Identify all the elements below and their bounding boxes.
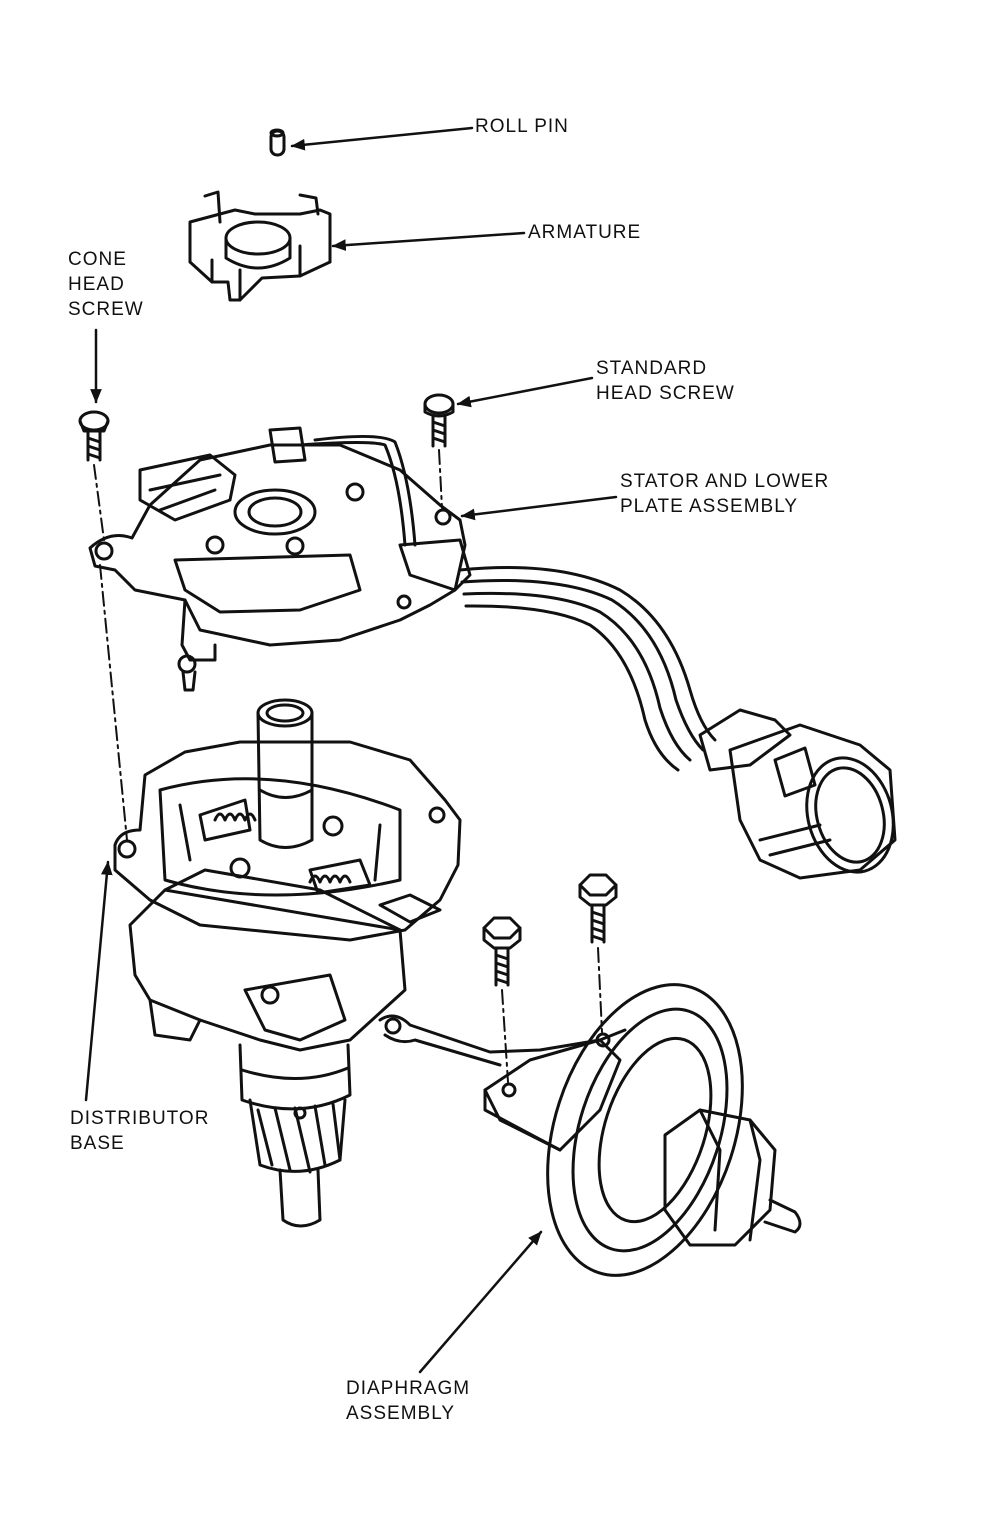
arrow-roll-pin: [290, 126, 474, 151]
label-armature-line-1: ARMATURE: [528, 222, 642, 243]
arrow-stator-plate: [460, 495, 618, 521]
label-stator-plate: STATOR AND LOWER PLATE ASSEMBLY: [620, 469, 829, 519]
label-standard-head-screw-line-2: HEAD SCREW: [596, 383, 735, 404]
wire-harness-part: [298, 434, 717, 772]
alignment-lines: [93, 449, 603, 1083]
label-armature: ARMATURE: [528, 220, 641, 245]
label-distributor-base: DISTRIBUTOR BASE: [70, 1106, 209, 1156]
label-diaphragm-line-2: ASSEMBLY: [346, 1403, 456, 1424]
arrow-distributor-base: [84, 860, 113, 1102]
label-diaphragm: DIAPHRAGM ASSEMBLY: [346, 1376, 470, 1426]
label-stator-plate-line-2: PLATE ASSEMBLY: [620, 496, 799, 517]
diaphragm-screw-left-part: [482, 916, 522, 987]
diaphragm-part: [378, 983, 802, 1277]
connector-part: [698, 708, 897, 880]
arrow-standard-head-screw: [456, 376, 594, 408]
label-cone-head-screw-line-1: CONE: [68, 249, 127, 270]
label-cone-head-screw: CONE HEAD SCREW: [68, 247, 144, 322]
leader-arrows: [84, 126, 618, 1374]
label-distributor-base-line-1: DISTRIBUTOR: [70, 1108, 210, 1129]
standard-head-screw-part: [423, 393, 455, 448]
arrow-armature: [331, 231, 526, 251]
label-standard-head-screw-line-1: STANDARD: [596, 358, 708, 379]
label-diaphragm-line-1: DIAPHRAGM: [346, 1378, 471, 1399]
label-roll-pin: ROLL PIN: [475, 114, 569, 139]
armature-part: [188, 190, 332, 302]
diaphragm-screw-right-part: [578, 873, 618, 944]
centrifugal-springs-part: [213, 812, 352, 884]
distributor-base-part: [113, 740, 462, 1052]
arrow-diaphragm: [418, 1230, 543, 1374]
label-stator-plate-line-1: STATOR AND LOWER: [620, 471, 830, 492]
distributor-shaft-part: [238, 698, 352, 1228]
label-cone-head-screw-line-3: SCREW: [68, 299, 144, 320]
stator-plate-part: [88, 426, 472, 692]
cone-head-screw-part: [78, 410, 110, 462]
label-roll-pin-line-1: ROLL PIN: [475, 116, 569, 137]
label-cone-head-screw-line-2: HEAD: [68, 274, 125, 295]
label-distributor-base-line-2: BASE: [70, 1133, 125, 1154]
roll-pin-part: [269, 128, 286, 157]
label-standard-head-screw: STANDARD HEAD SCREW: [596, 356, 735, 406]
